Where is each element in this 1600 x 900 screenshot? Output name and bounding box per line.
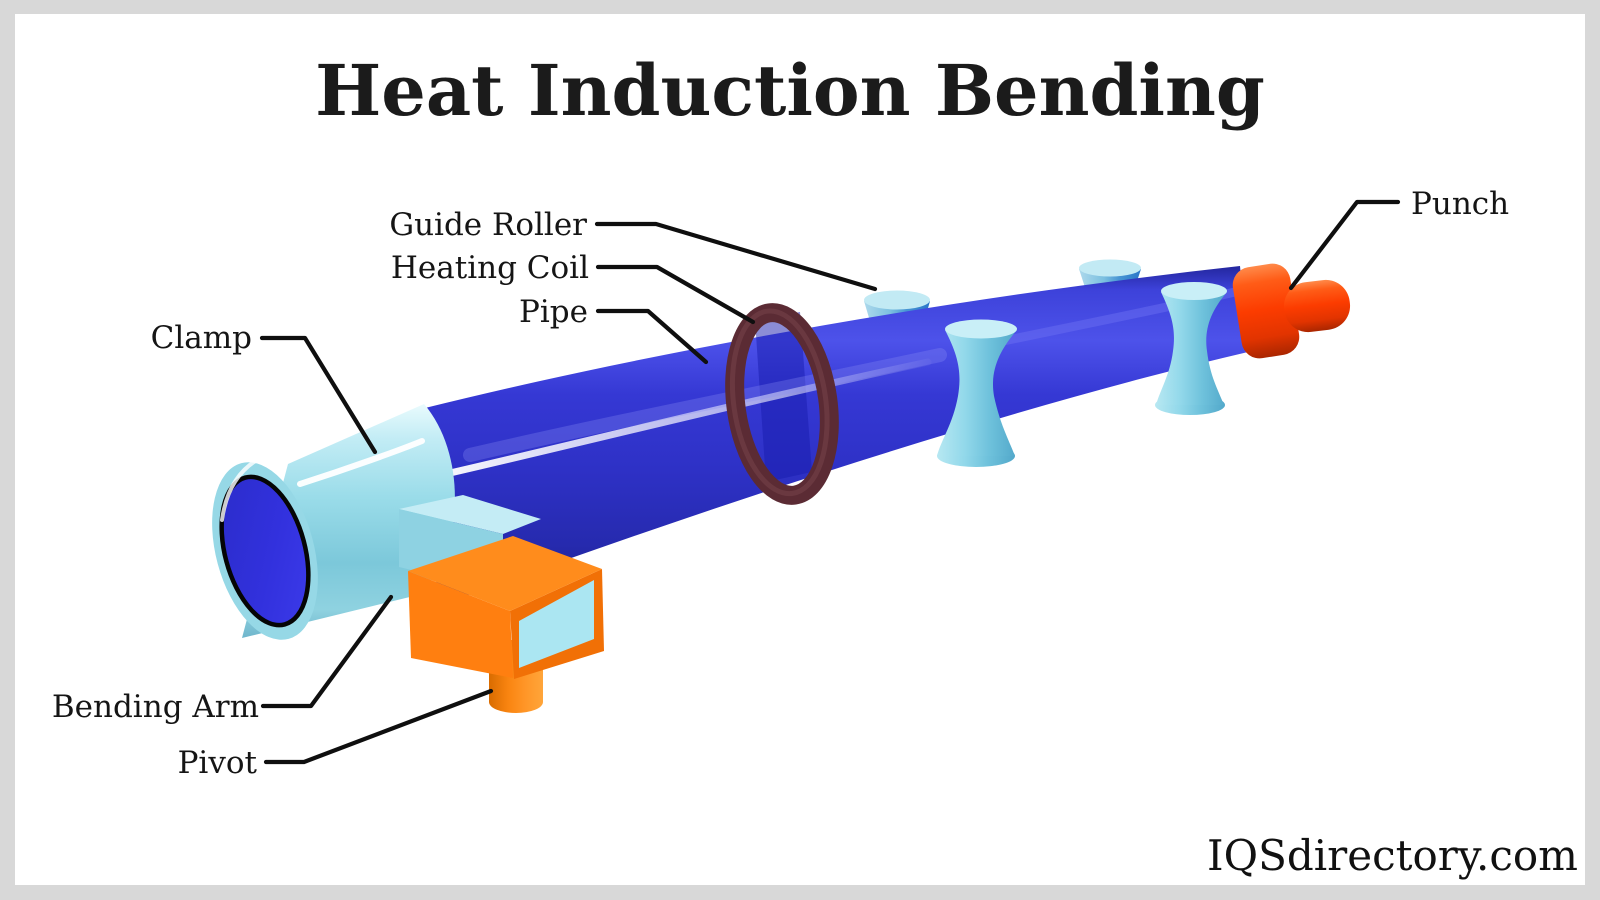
guide-roller-front-right xyxy=(1155,282,1227,415)
punch-collar xyxy=(1232,263,1300,359)
leader-heating-coil xyxy=(595,264,756,325)
leader-guide-roller xyxy=(594,221,878,292)
label-pipe: Pipe xyxy=(519,294,588,330)
housing-window xyxy=(519,580,594,668)
leader-bending-arm xyxy=(260,594,394,709)
leader-clamp xyxy=(259,335,378,455)
label-punch: Punch xyxy=(1411,186,1509,222)
bending-arm-housing xyxy=(408,536,604,679)
housing-left-face xyxy=(408,571,513,678)
punch-rod xyxy=(1283,279,1351,333)
label-guide-roller: Guide Roller xyxy=(389,207,587,243)
pipe-end-face xyxy=(219,474,311,628)
heating-coil xyxy=(725,303,839,505)
label-clamp: Clamp xyxy=(151,320,252,356)
guide-roller-front-left xyxy=(937,319,1017,467)
label-pivot: Pivot xyxy=(178,745,258,781)
label-bending-arm: Bending Arm xyxy=(52,689,259,725)
housing-top-face xyxy=(408,536,602,611)
label-heating-coil: Heating Coil xyxy=(391,250,589,286)
punch xyxy=(1232,263,1351,359)
leader-punch xyxy=(1288,199,1401,291)
leader-pivot xyxy=(263,688,494,765)
pipe-highlight xyxy=(433,358,932,480)
clamp-highlight xyxy=(297,438,425,487)
leader-pipe xyxy=(595,308,709,365)
leader-lines xyxy=(259,199,1401,765)
page-title: Heat Induction Bending xyxy=(315,49,1265,132)
watermark: IQSdirectory.com xyxy=(1207,831,1578,880)
clamp xyxy=(212,404,455,640)
